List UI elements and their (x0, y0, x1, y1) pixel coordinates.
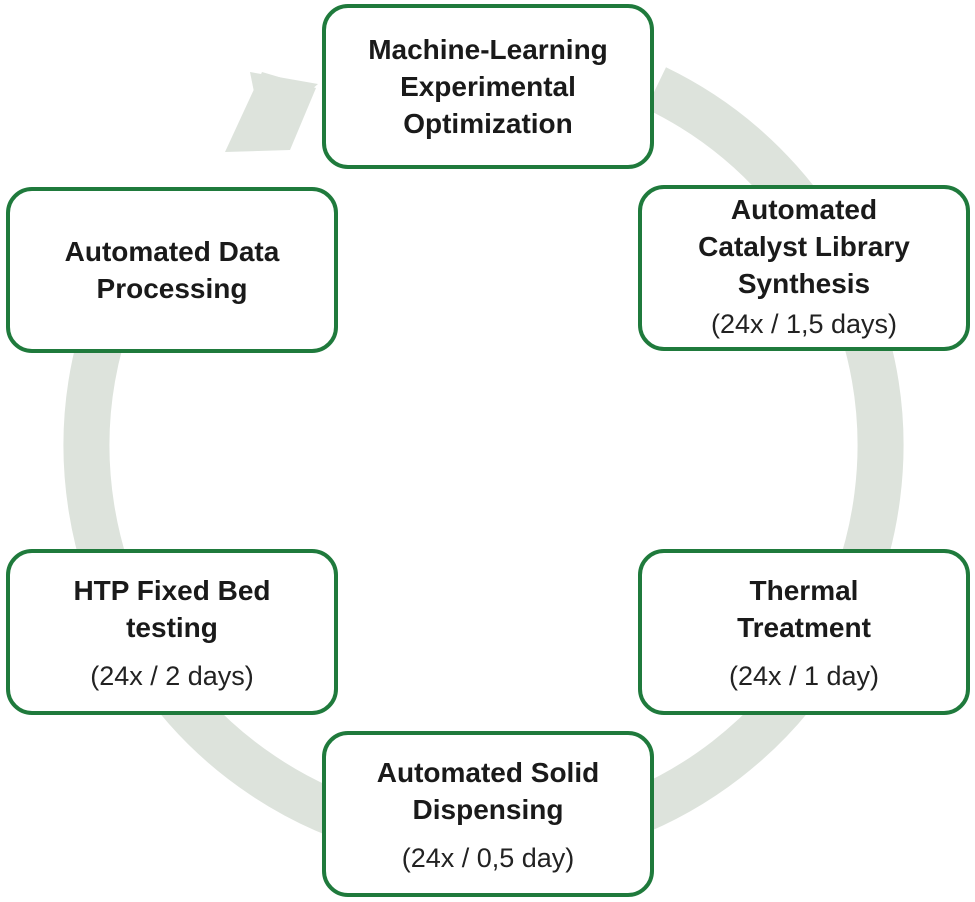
step-data-processing-box: Automated Data Processing (6, 187, 338, 353)
step-thermal-treatment-box: Thermal Treatment (24x / 1 day) (638, 549, 970, 715)
step-htp-title: HTP Fixed Bed testing (73, 575, 271, 643)
step-solid-dispensing-box: Automated Solid Dispensing (24x / 0,5 da… (322, 731, 654, 897)
step-htp-duration: (24x / 2 days) (90, 661, 254, 691)
step-solid-duration: (24x / 0,5 day) (401, 843, 575, 873)
step-htp-testing-box: HTP Fixed Bed testing (24x / 2 days) (6, 549, 338, 715)
step-synthesis-duration: (24x / 1,5 days) (710, 309, 898, 339)
step-thermal-title: Thermal Treatment (737, 575, 871, 643)
step-catalyst-synthesis-box: Automated Catalyst Library Synthesis (24… (638, 185, 970, 351)
cycle-arrowhead-tip (250, 72, 318, 132)
step-ml-title: Machine-Learning Experimental Optimizati… (368, 34, 608, 139)
step-data-title: Automated Data Processing (64, 236, 280, 304)
step-synthesis-title: Automated Catalyst Library Synthesis (698, 194, 910, 299)
step-solid-title: Automated Solid Dispensing (376, 757, 600, 825)
step-ml-optimization-box: Machine-Learning Experimental Optimizati… (322, 4, 654, 169)
step-thermal-duration: (24x / 1 day) (728, 661, 880, 691)
